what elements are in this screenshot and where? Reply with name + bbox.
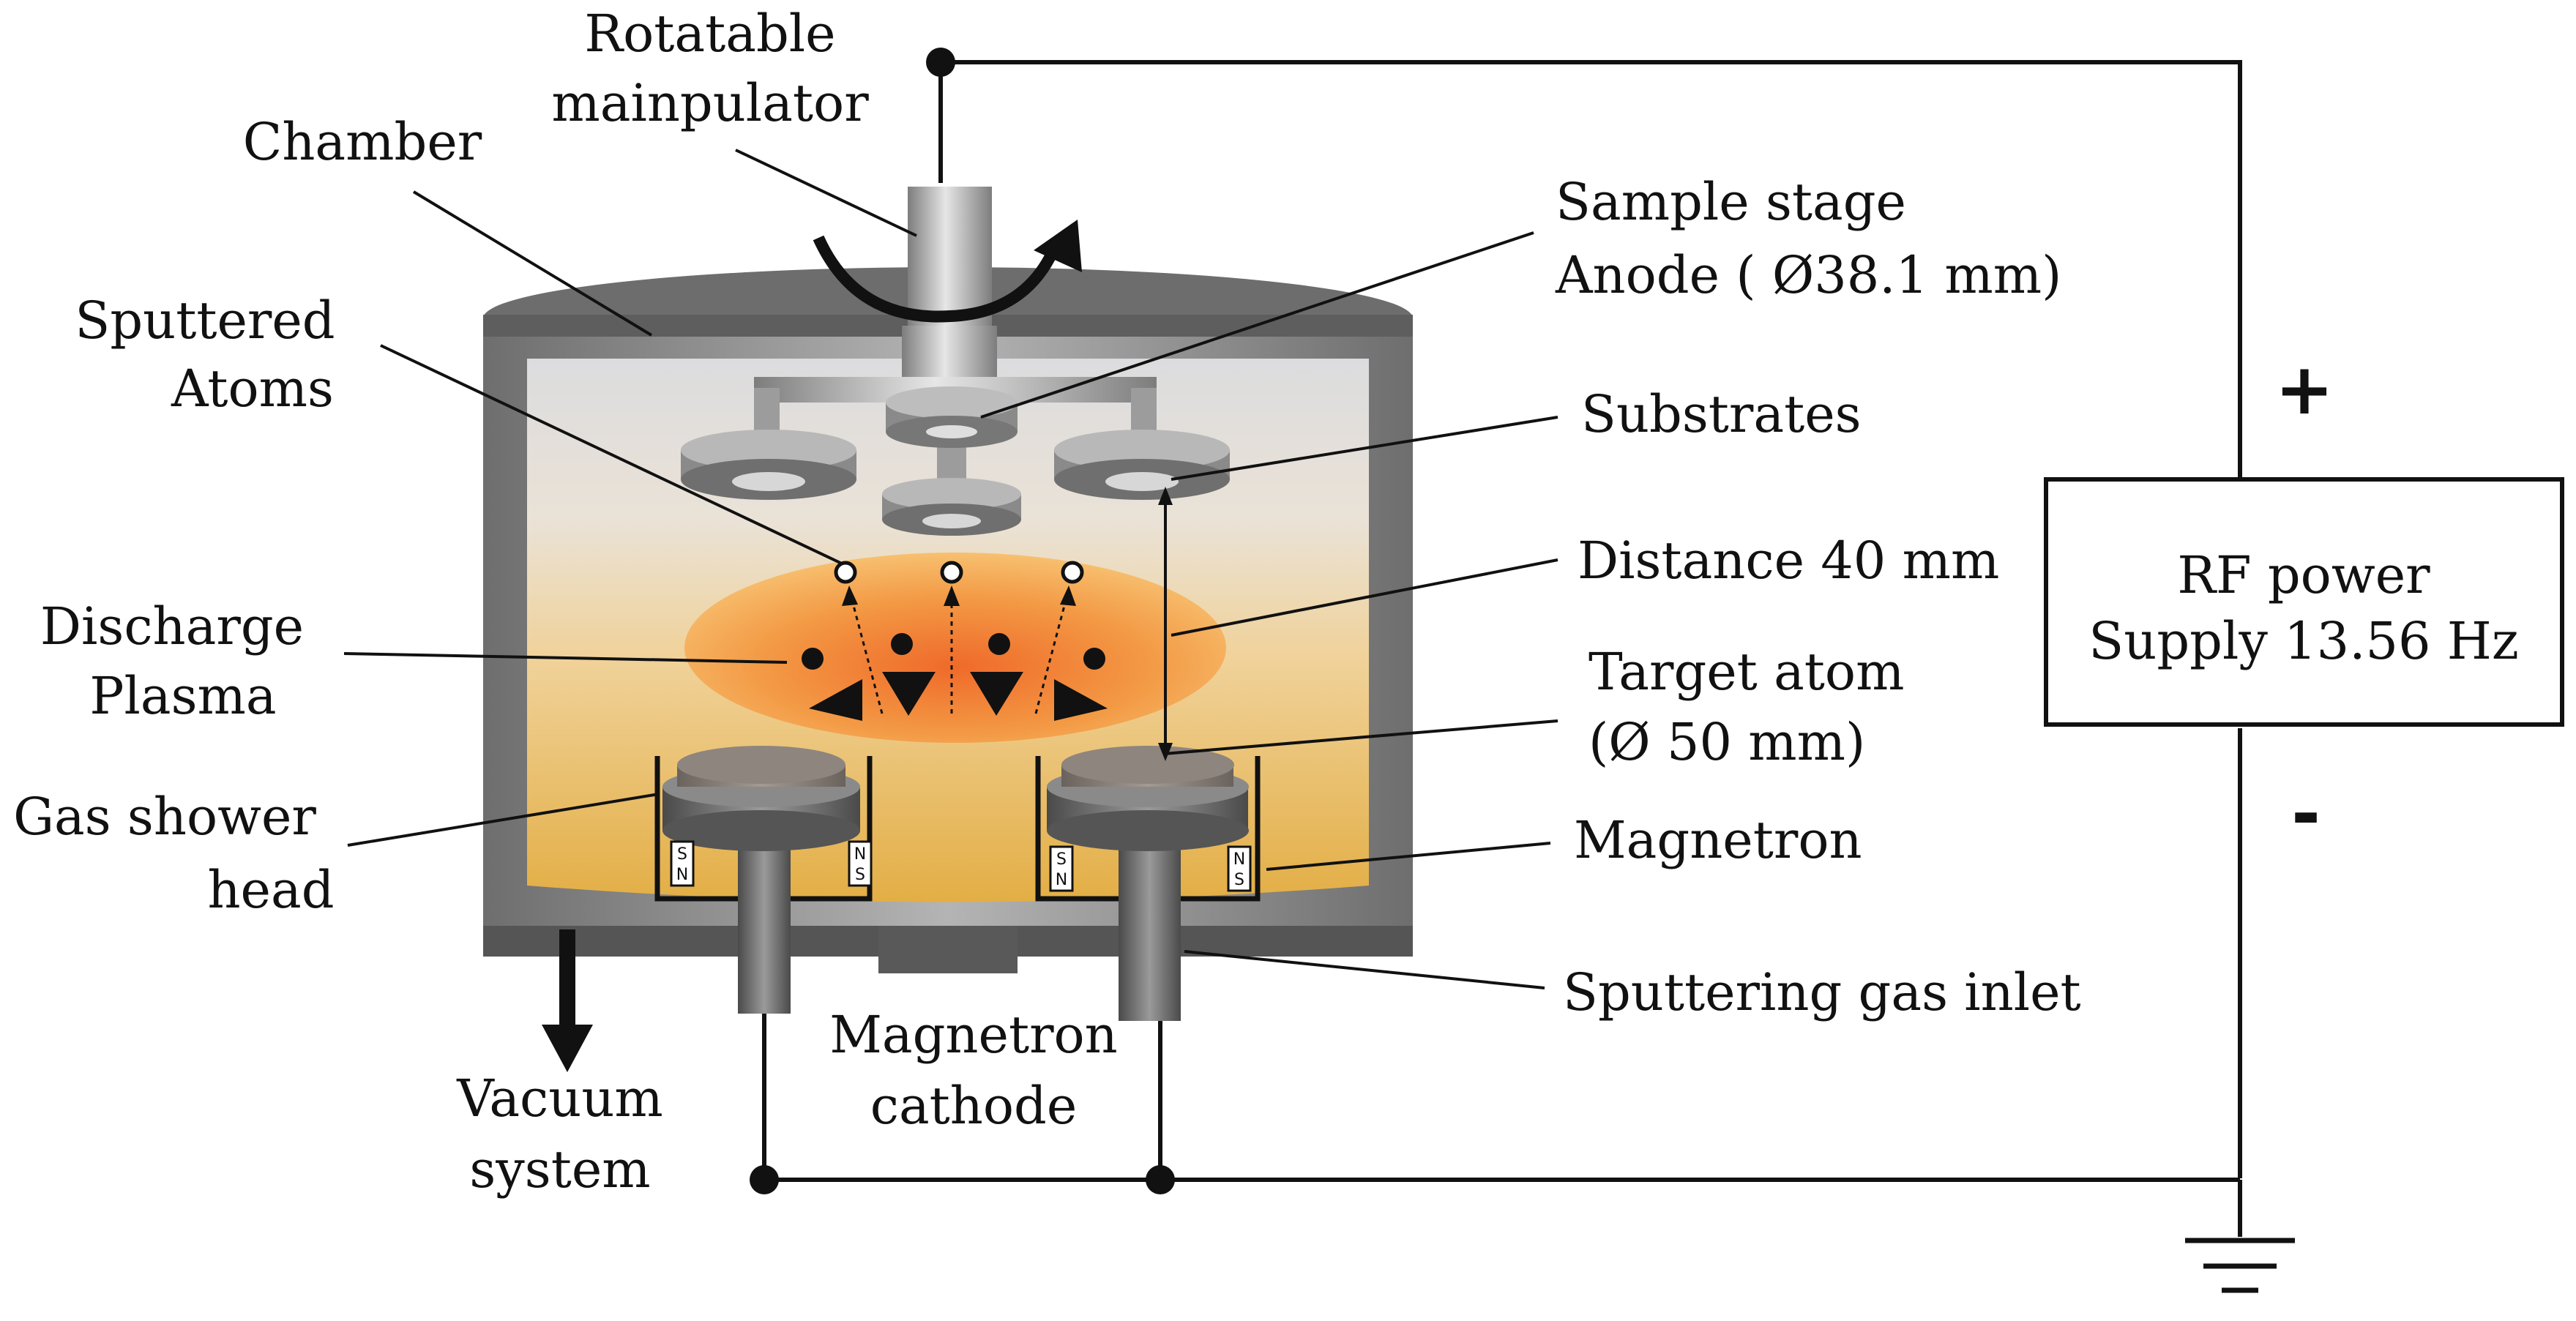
junction-bottom-left	[750, 1165, 779, 1194]
label-substrates: Substrates	[1581, 384, 1862, 444]
rf-line1: RF power	[2177, 545, 2430, 605]
magnet-right-a	[1049, 845, 1074, 892]
magnetron-cathode-left	[654, 746, 873, 1014]
label-sputtering-gas: Sputtering gas inlet	[1563, 962, 2081, 1022]
rotation-arrow-icon	[813, 220, 1082, 323]
rf-power-supply-box	[2044, 477, 2564, 727]
ground-icon	[2185, 1238, 2295, 1293]
label-target-2: (Ø 50 mm)	[1588, 712, 1865, 772]
leader-lines	[343, 149, 1558, 989]
label-magnetron-cathode-2: cathode	[870, 1076, 1078, 1136]
label-magnetron-cathode-1: Magnetron	[829, 1005, 1118, 1065]
label-discharge-1: Discharge	[40, 596, 304, 656]
substrate-holder-right	[1054, 430, 1230, 500]
label-vacuum-1: Vacuum	[456, 1069, 663, 1129]
distance-arrow	[1158, 487, 1173, 761]
magnet-right-a-top: S	[1056, 850, 1067, 869]
magnet-left-b-bottom: S	[855, 866, 865, 884]
plasma-ions	[802, 633, 1105, 670]
sputter-trajectories	[848, 588, 1070, 714]
junction-top	[926, 48, 955, 77]
vacuum-arrow-icon	[542, 929, 593, 1072]
magnet-left-a-bottom: N	[676, 866, 688, 884]
label-gas-shower-1: Gas shower	[13, 787, 316, 847]
label-distance: Distance 40 mm	[1578, 531, 1999, 591]
sample-stage-anode	[886, 386, 1018, 448]
sputter-arrowheads	[842, 585, 1076, 606]
label-sample-stage-1: Sample stage	[1556, 172, 1906, 232]
label-gas-shower-2: head	[207, 860, 334, 920]
magnet-left-a	[670, 840, 695, 887]
label-sputtered-2: Atoms	[171, 359, 334, 419]
magnet-right-b-bottom: S	[1234, 871, 1244, 889]
sputtered-atoms	[834, 561, 1084, 584]
substrate-holder-center	[882, 478, 1021, 536]
label-discharge-2: Plasma	[89, 666, 276, 726]
magnet-left-b	[848, 840, 873, 887]
magnet-left-a-top: S	[677, 845, 687, 864]
label-rotatable-2: mainpulator	[551, 73, 869, 133]
label-sample-stage-2: Anode ( Ø38.1 mm)	[1555, 245, 2061, 305]
magnet-left-b-top: N	[854, 845, 866, 864]
label-chamber: Chamber	[243, 112, 482, 172]
magnet-right-b-top: N	[1233, 850, 1245, 869]
rf-line2: Supply 13.56 Hz	[2088, 611, 2518, 671]
ion-arrowheads	[809, 672, 1108, 721]
junction-bottom-right	[1146, 1165, 1175, 1194]
magnet-right-a-bottom: N	[1056, 871, 1067, 889]
discharge-plasma	[684, 553, 1226, 743]
magnetron-cathode-right	[1035, 746, 1261, 1021]
label-rotatable-1: Rotatable	[584, 4, 835, 64]
label-sputtered-1: Sputtered	[75, 291, 335, 351]
minus-sign: -	[2291, 773, 2321, 855]
substrate-holder-left	[681, 430, 856, 500]
label-magnetron: Magnetron	[1574, 810, 1862, 870]
label-target-1: Target atom	[1588, 642, 1904, 702]
label-vacuum-2: system	[469, 1139, 650, 1200]
plus-sign: +	[2275, 348, 2334, 430]
magnet-right-b	[1227, 845, 1252, 892]
